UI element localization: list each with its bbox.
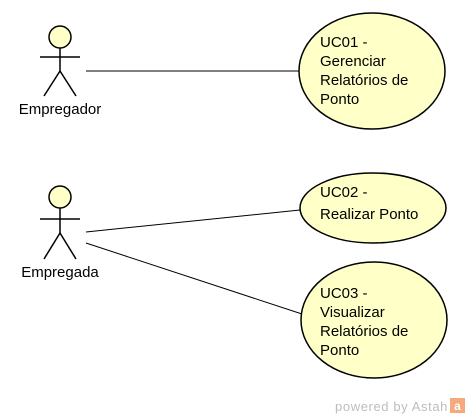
use-case-label-line: Ponto [320,91,359,108]
actor-label-empregador: Empregador [19,101,102,118]
use-case-label-line: Visualizar [320,304,385,321]
use-case-label-line: UC01 - [320,34,368,51]
use-case-label-line: Ponto [320,342,359,359]
astah-logo-glyph: a [454,399,461,413]
watermark-text: powered by Astah [335,399,448,414]
associations [85,70,303,315]
association-empregada-uc03 [85,242,303,315]
watermark: powered by Astah a [335,398,465,414]
use-case-label-line: Gerenciar [320,53,386,70]
actor-label-empregada: Empregada [21,264,99,281]
actor-empregada[interactable]: Empregada [21,185,99,281]
use-case-uc03[interactable]: UC03 - Visualizar Relatórios de Ponto [300,261,448,379]
use-case-label-line: Relatórios de [320,72,408,89]
use-case-label-line: Relatórios de [320,323,408,340]
use-case-ellipse [299,172,447,244]
use-case-ellipse [298,12,446,130]
use-case-label-line: UC02 - [320,184,368,201]
use-case-uc02[interactable]: UC02 - Realizar Ponto [299,172,447,244]
use-case-ellipse [300,261,448,379]
use-case-label-line: Realizar Ponto [320,206,418,223]
use-case-uc01[interactable]: UC01 - Gerenciar Relatórios de Ponto [298,12,446,130]
association-empregada-uc02 [85,209,301,233]
actor-empregador-icon [40,25,80,97]
astah-logo-icon: a [450,398,465,413]
use-case-label-line: UC03 - [320,285,368,302]
actor-empregada-icon [40,185,80,260]
actor-empregador[interactable]: Empregador [19,25,102,118]
